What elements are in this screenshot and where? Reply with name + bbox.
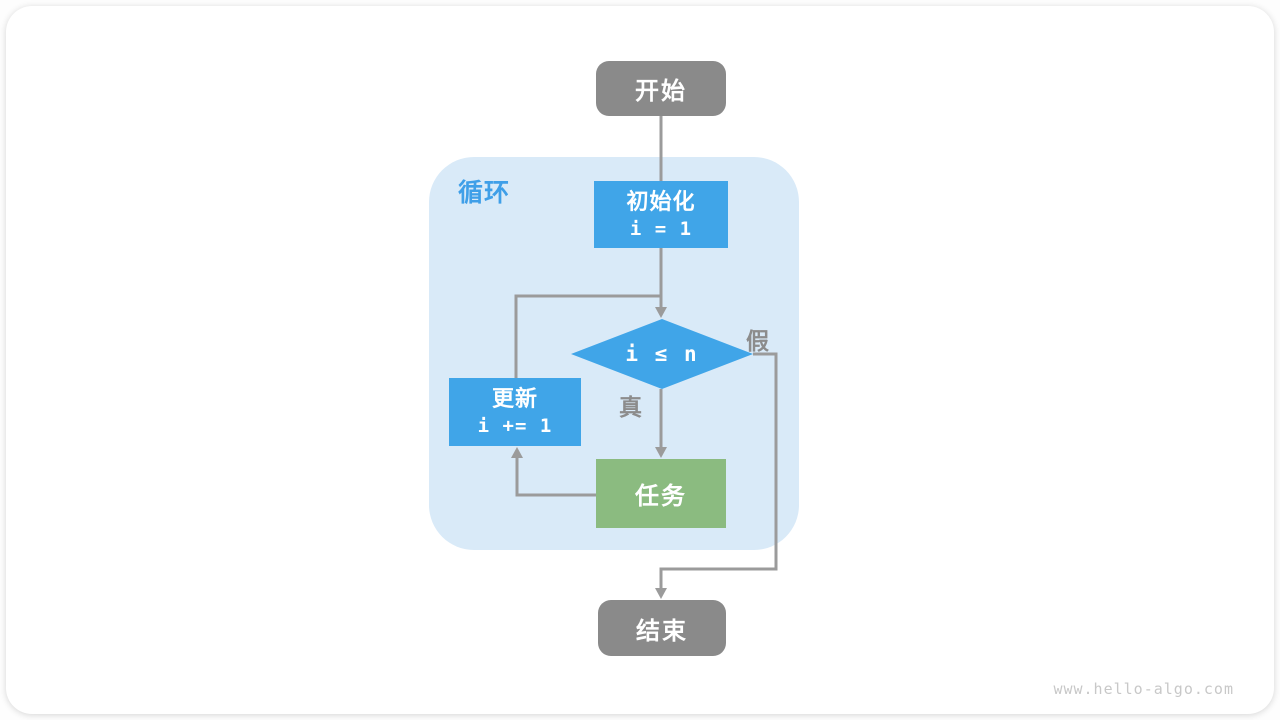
arrowhead-into-task (655, 447, 667, 458)
task-node: 任务 (596, 459, 726, 528)
start-node-label: 开始 (635, 78, 687, 105)
init-node-title: 初始化 (626, 188, 696, 214)
arrowhead-into-end (655, 588, 667, 599)
edge-condition-to-end (659, 352, 778, 589)
update-node-title: 更新 (491, 386, 538, 411)
connector-lines (511, 116, 778, 599)
condition-code: i ≤ n (625, 342, 699, 366)
arrowhead-into-update (511, 447, 523, 458)
end-node: 结束 (598, 600, 726, 656)
update-node: 更新 i += 1 (449, 378, 581, 446)
edge-task-to-update (515, 457, 596, 497)
edge-update-to-merge (514, 294, 661, 378)
true-branch-label: 真 (619, 394, 642, 420)
arrowhead-into-condition (655, 307, 667, 318)
watermark-url: www.hello-algo.com (1053, 680, 1234, 698)
update-node-code: i += 1 (477, 415, 553, 437)
end-node-label: 结束 (636, 617, 688, 645)
init-node-code: i = 1 (629, 217, 693, 240)
figure-card: 循环 开始 初始化 i = 1 (6, 6, 1274, 714)
false-branch-label: 假 (746, 328, 769, 354)
task-node-label: 任务 (635, 483, 687, 510)
init-node: 初始化 i = 1 (594, 181, 728, 248)
loop-region-label: 循环 (458, 179, 511, 207)
start-node: 开始 (596, 61, 726, 116)
